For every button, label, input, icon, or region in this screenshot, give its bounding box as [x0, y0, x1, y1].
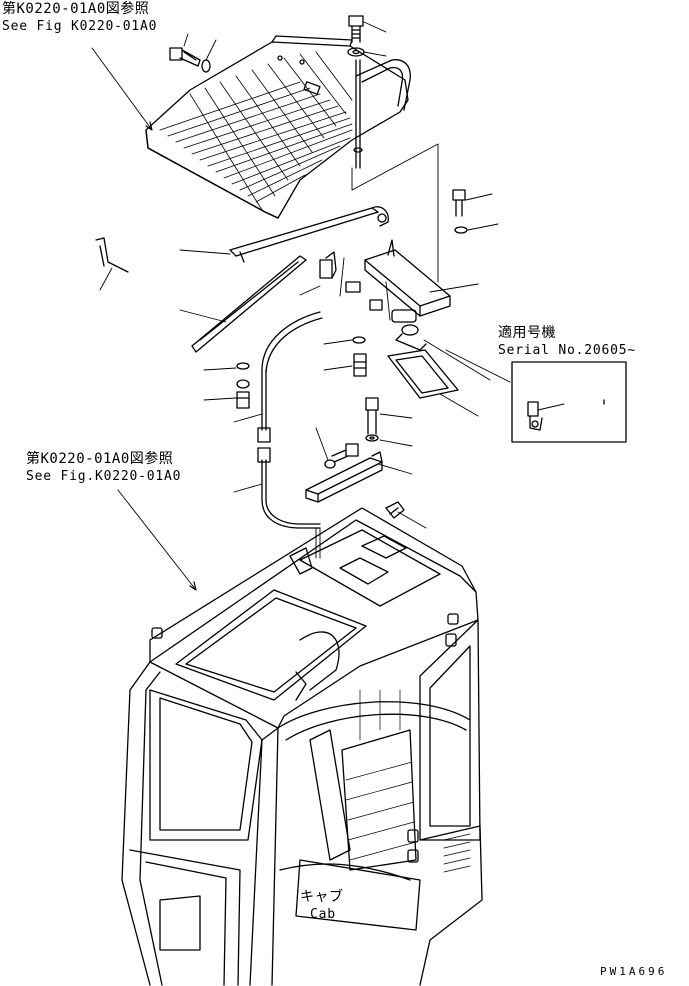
wiper-motor-bracket — [319, 239, 451, 351]
reference-label-mid-en: See Fig.K0220-01A0 — [26, 469, 182, 484]
bolt-shaft — [353, 59, 363, 169]
cab-label-jp: キャブ — [300, 889, 344, 905]
bolt-diagonal — [324, 443, 359, 469]
bolt-right — [452, 189, 468, 234]
serial-inset — [511, 361, 627, 443]
bolt-top-center — [347, 15, 365, 57]
bolt-center — [365, 397, 379, 442]
serial-label-en: Serial No.20605~ — [498, 343, 637, 358]
cab-label-en: Cab — [310, 907, 336, 922]
washer-hose — [257, 311, 323, 529]
cab-body — [121, 507, 483, 986]
top-guard — [145, 35, 411, 219]
reference-label-top-jp: 第K0220-01A0図参照 — [2, 1, 150, 17]
leader-lines — [91, 21, 565, 591]
reference-label-mid-jp: 第K0220-01A0図参照 — [26, 451, 174, 467]
mounting-bar — [305, 451, 383, 503]
reference-label-top-en: See Fig K0220-01A0 — [2, 19, 158, 34]
wiper-arm — [229, 206, 389, 263]
washer-tank-box — [387, 349, 459, 399]
clip-right — [385, 501, 405, 519]
drawing-code: PW1A696 — [600, 965, 668, 978]
serial-label-jp: 適用号機 — [498, 325, 556, 341]
wiper-blade — [191, 255, 307, 353]
rod-left — [95, 237, 129, 273]
washer-nut-center — [352, 336, 367, 377]
bolt-top-left — [169, 47, 211, 73]
washer-nut-left — [236, 362, 250, 409]
